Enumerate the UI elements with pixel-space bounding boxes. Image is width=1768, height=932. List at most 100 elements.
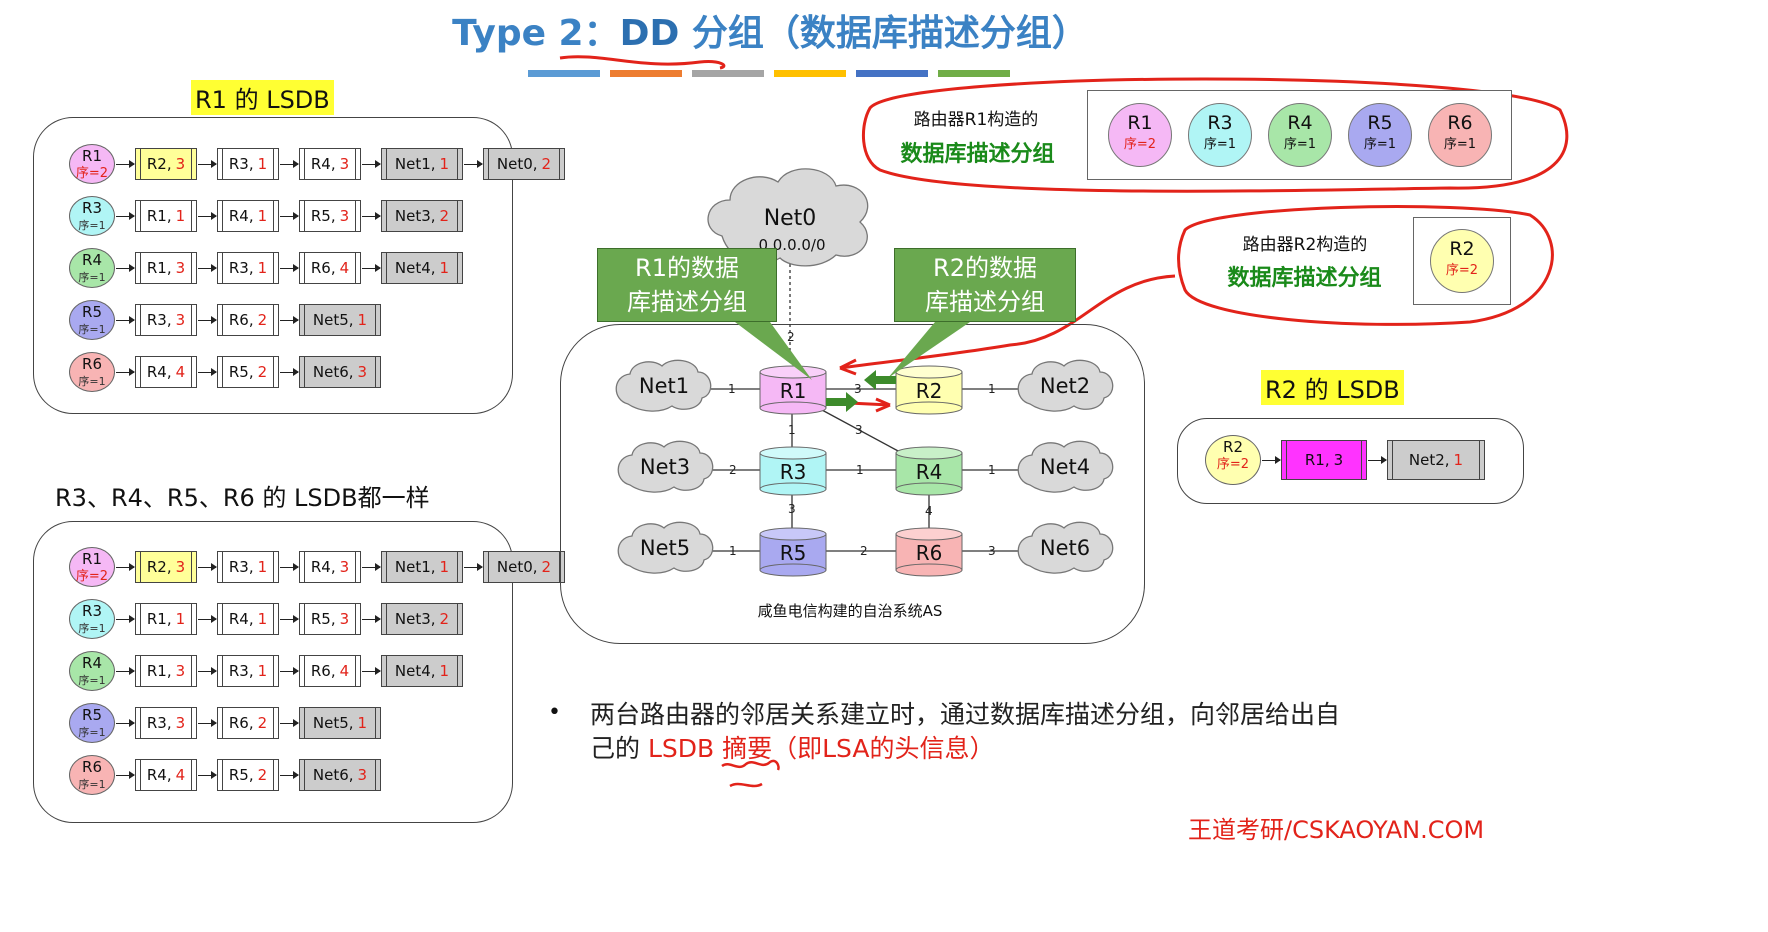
lsdb-entry: R2,3 [135, 148, 197, 180]
cost-label: 1 [728, 382, 736, 396]
entry-cost: 1 [357, 311, 368, 329]
lsdb-entry: R4,3 [299, 551, 361, 583]
lsdb-entry: R5,2 [217, 356, 279, 388]
entry-cost: 4 [339, 259, 350, 277]
r2-router-circle: R2 序=2 [1205, 435, 1261, 485]
dd-r2-label-2: 数据库描述分组 [1227, 266, 1382, 291]
link-arrow [280, 367, 299, 376]
seq-number: 序=1 [78, 778, 106, 791]
color-bar [938, 70, 1010, 77]
dd-r2-card: R2 序=2 [1413, 217, 1511, 305]
entry-cost: 1 [439, 558, 450, 576]
entry-name: Net0, [496, 155, 538, 173]
lsdb-entry: R6,2 [217, 707, 279, 739]
entry-name: Net3, [394, 610, 436, 628]
router-r2-label: R2 [915, 379, 943, 403]
cost-label: 1 [988, 382, 996, 396]
link-arrow [198, 770, 217, 779]
router-name: R1 [82, 550, 102, 568]
entry-cost: 1 [257, 259, 268, 277]
seq-number: 序=1 [78, 323, 106, 336]
entry-name: R1, [1304, 451, 1330, 469]
lsdb-entry: Net1,1 [381, 148, 463, 180]
entry-cost: 3 [175, 662, 186, 680]
entry-name: R3, [146, 714, 172, 732]
dd-entry-seq: 序=2 [1445, 263, 1479, 278]
r1-lsdb-panel [33, 117, 513, 414]
entry-name: R5, [310, 207, 336, 225]
net3-label: Net3 [639, 455, 691, 479]
entry-cost: 1 [257, 155, 268, 173]
callout-r2-dd: R2的数据库描述分组 [894, 248, 1076, 322]
net6-label: Net6 [1039, 536, 1091, 560]
entry-cost: 2 [257, 363, 268, 381]
net0-cloud [707, 168, 869, 267]
entry-cost: 3 [175, 714, 186, 732]
color-bar [774, 70, 846, 77]
lsdb-entry: Net1,1 [381, 551, 463, 583]
link-arrow [280, 263, 299, 272]
lsdb-entry: R1,3 [135, 252, 197, 284]
net5-label: Net5 [639, 536, 691, 560]
router-name: R3 [82, 602, 102, 620]
seq-number: 序=2 [1216, 457, 1250, 472]
dd-entry-seq: 序=1 [1443, 137, 1477, 152]
router-r3 [759, 446, 827, 496]
lsdb-entry: Net5,1 [299, 707, 381, 739]
r1-lsdb-heading: R1 的 LSDB [191, 80, 334, 115]
callout-r1-pointer [735, 322, 812, 380]
seq-number: 序=1 [78, 219, 106, 232]
seq-number: 序=2 [75, 166, 109, 181]
lsdb-entry: Net0,2 [483, 148, 565, 180]
cost-label: 1 [788, 423, 796, 437]
callout-r1-dd: R1的数据库描述分组 [597, 248, 777, 322]
entry-name: R3, [228, 558, 254, 576]
router-name: R2 [1223, 438, 1243, 456]
page-title: Type 2：DD 分组（数据库描述分组） [0, 4, 1540, 56]
entry-name: R6, [310, 259, 336, 277]
link-arrow [362, 666, 381, 675]
link-arrow [198, 367, 217, 376]
entry-name: R6, [310, 662, 336, 680]
cost-label: 3 [988, 544, 996, 558]
entry-cost: 4 [175, 766, 186, 784]
seq-number: 序=1 [78, 375, 106, 388]
r2-lsdb-row: R2 序=2 R1,3 Net2,1 [1205, 435, 1485, 485]
cost-label: 2 [729, 463, 737, 477]
entry-name: R2, [146, 558, 172, 576]
entry-cost: 4 [175, 363, 186, 381]
lsdb-entry: R4,1 [217, 200, 279, 232]
title-prefix: Type 2： [452, 13, 620, 54]
link-arrow [116, 367, 135, 376]
same-lsdb-heading: R3、R4、R5、R6 的 LSDB都一样 [55, 484, 430, 512]
link-arrow [116, 770, 135, 779]
entry-cost: 1 [357, 714, 368, 732]
entry-cost: 1 [175, 610, 186, 628]
entry-cost: 3 [339, 558, 350, 576]
link-arrow [116, 159, 135, 168]
link-arrow [280, 614, 299, 623]
lsdb-entry: R2,3 [135, 551, 197, 583]
lsdb-entry: R5,3 [299, 200, 361, 232]
link-arrow [362, 159, 381, 168]
cost-label: 1 [856, 463, 864, 477]
entry-cost: 3 [357, 766, 368, 784]
entry-cost: 1 [439, 662, 450, 680]
entry-name: R3, [228, 259, 254, 277]
link-arrow [464, 159, 483, 168]
router-name: R6 [82, 758, 102, 776]
link-arrow [362, 614, 381, 623]
router-name: R4 [82, 654, 102, 672]
lsdb-entry: R4,3 [299, 148, 361, 180]
bullet-dot: • [548, 700, 561, 725]
entry-name: Net0, [496, 558, 538, 576]
color-bar-strip [528, 70, 1010, 77]
